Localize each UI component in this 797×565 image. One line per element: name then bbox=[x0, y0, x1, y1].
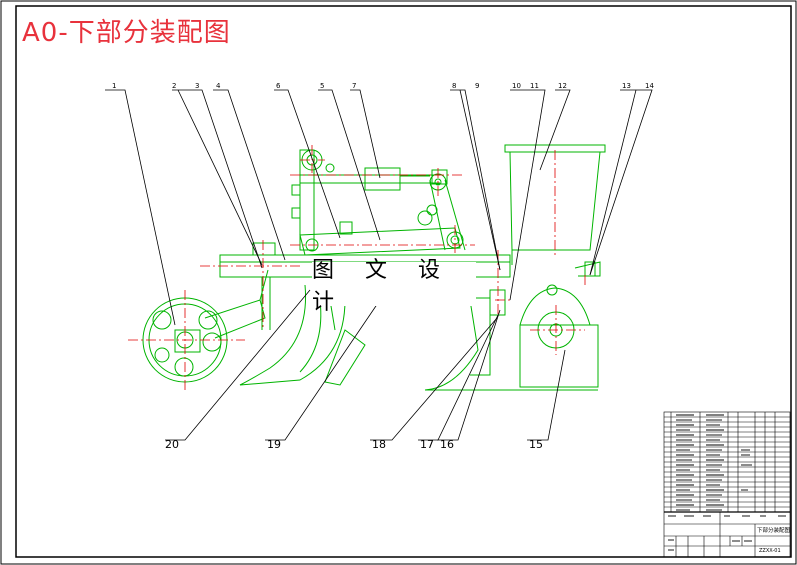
callout-16: 16 bbox=[440, 438, 454, 451]
callout-19: 19 bbox=[267, 438, 281, 451]
callout-12: 12 bbox=[558, 82, 567, 90]
drawing-name: 下部分装配图 bbox=[757, 526, 791, 534]
leader-lines bbox=[105, 89, 653, 441]
callout-13: 13 bbox=[622, 82, 631, 90]
callout-numbers-top: 1 2 3 4 6 5 7 8 9 10 11 12 13 14 bbox=[112, 82, 654, 90]
parts-list bbox=[663, 411, 791, 558]
callout-7: 7 bbox=[352, 82, 356, 90]
callout-9: 9 bbox=[475, 82, 479, 90]
callout-4: 4 bbox=[216, 82, 221, 90]
callout-8: 8 bbox=[452, 82, 456, 90]
callout-18: 18 bbox=[372, 438, 386, 451]
callout-20: 20 bbox=[165, 438, 179, 451]
center-lines bbox=[128, 145, 586, 390]
drawing-number: ZZXX-01 bbox=[759, 548, 781, 554]
page-title: A0-下部分装配图 bbox=[22, 18, 231, 48]
callout-15: 15 bbox=[529, 438, 543, 451]
callout-10: 10 bbox=[512, 82, 521, 90]
callout-17: 17 bbox=[420, 438, 434, 451]
callout-5: 5 bbox=[320, 82, 324, 90]
callout-6: 6 bbox=[276, 82, 281, 90]
parts-list-entries bbox=[668, 414, 786, 551]
watermark: 图 文 设 计 bbox=[312, 258, 476, 315]
callout-1: 1 bbox=[112, 82, 116, 90]
callout-2: 2 bbox=[172, 82, 176, 90]
callout-numbers-bottom: 20 19 18 17 16 15 bbox=[165, 438, 543, 451]
callout-3: 3 bbox=[195, 82, 199, 90]
callout-11: 11 bbox=[530, 82, 539, 90]
drawing-frame bbox=[15, 5, 792, 558]
callout-14: 14 bbox=[645, 82, 654, 90]
